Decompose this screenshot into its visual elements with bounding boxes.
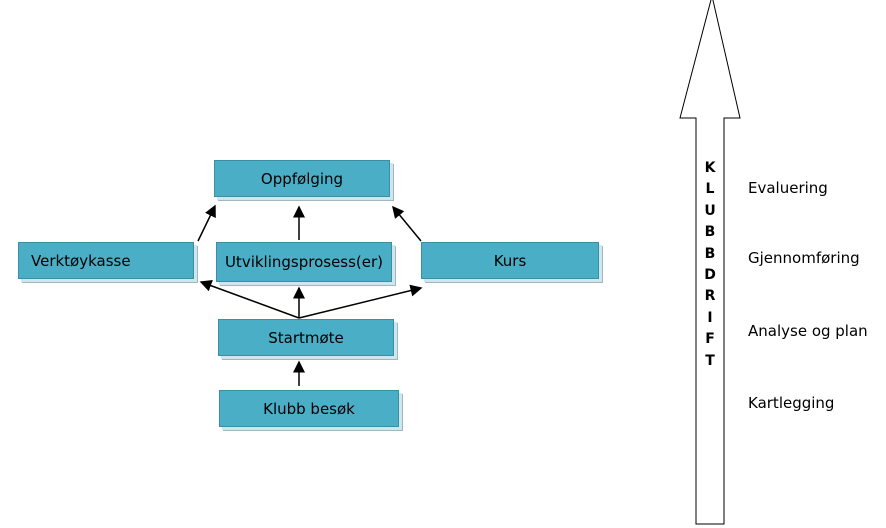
arrow-letter: B <box>704 245 716 262</box>
node-utviklingsprosess: Utviklingsprosess(er) <box>216 242 392 282</box>
node-oppfolging-label: Oppfølging <box>260 169 344 188</box>
arrow-letter: T <box>705 352 715 369</box>
klubbdrift-arrow-shape <box>679 0 741 525</box>
arrow-startmote-to-kurs <box>298 284 423 319</box>
arrow-letter: B <box>704 224 716 241</box>
node-klubb-besok: Klubb besøk <box>219 390 399 427</box>
arrow-letter: I <box>707 309 713 326</box>
arrow-letter: L <box>705 181 715 198</box>
arrow-startmote-to-verktoykasse <box>199 279 300 319</box>
phase-evaluering: Evaluering <box>748 179 828 197</box>
node-kurs-label: Kurs <box>493 251 527 270</box>
node-startmote: Startmøte <box>218 319 394 356</box>
node-utviklingsprosess-label: Utviklingsprosess(er) <box>224 253 384 271</box>
arrow-kurs-to-oppfolging <box>392 205 422 242</box>
node-startmote-label: Startmøte <box>268 328 344 347</box>
node-klubb-besok-label: Klubb besøk <box>263 399 355 418</box>
arrow-letter: U <box>704 202 716 219</box>
node-verktoykasse: Verktøykasse <box>18 242 194 279</box>
arrow-letter: D <box>704 266 716 283</box>
arrow-verktoykasse-to-oppfolging <box>197 204 216 242</box>
node-verktoykasse-label: Verktøykasse <box>31 251 131 270</box>
arrow-letter: F <box>705 331 715 348</box>
phase-kartlegging: Kartlegging <box>748 394 835 412</box>
node-kurs: Kurs <box>421 242 599 279</box>
klubbdrift-vertical-label: K L U B B D R I F T <box>697 158 723 372</box>
phase-analyse-og-plan: Analyse og plan <box>748 322 868 340</box>
phase-gjennomforing: Gjennomføring <box>748 249 860 267</box>
arrow-letter: K <box>704 160 716 176</box>
node-oppfolging: Oppfølging <box>214 160 390 197</box>
arrow-letter: R <box>704 288 716 305</box>
